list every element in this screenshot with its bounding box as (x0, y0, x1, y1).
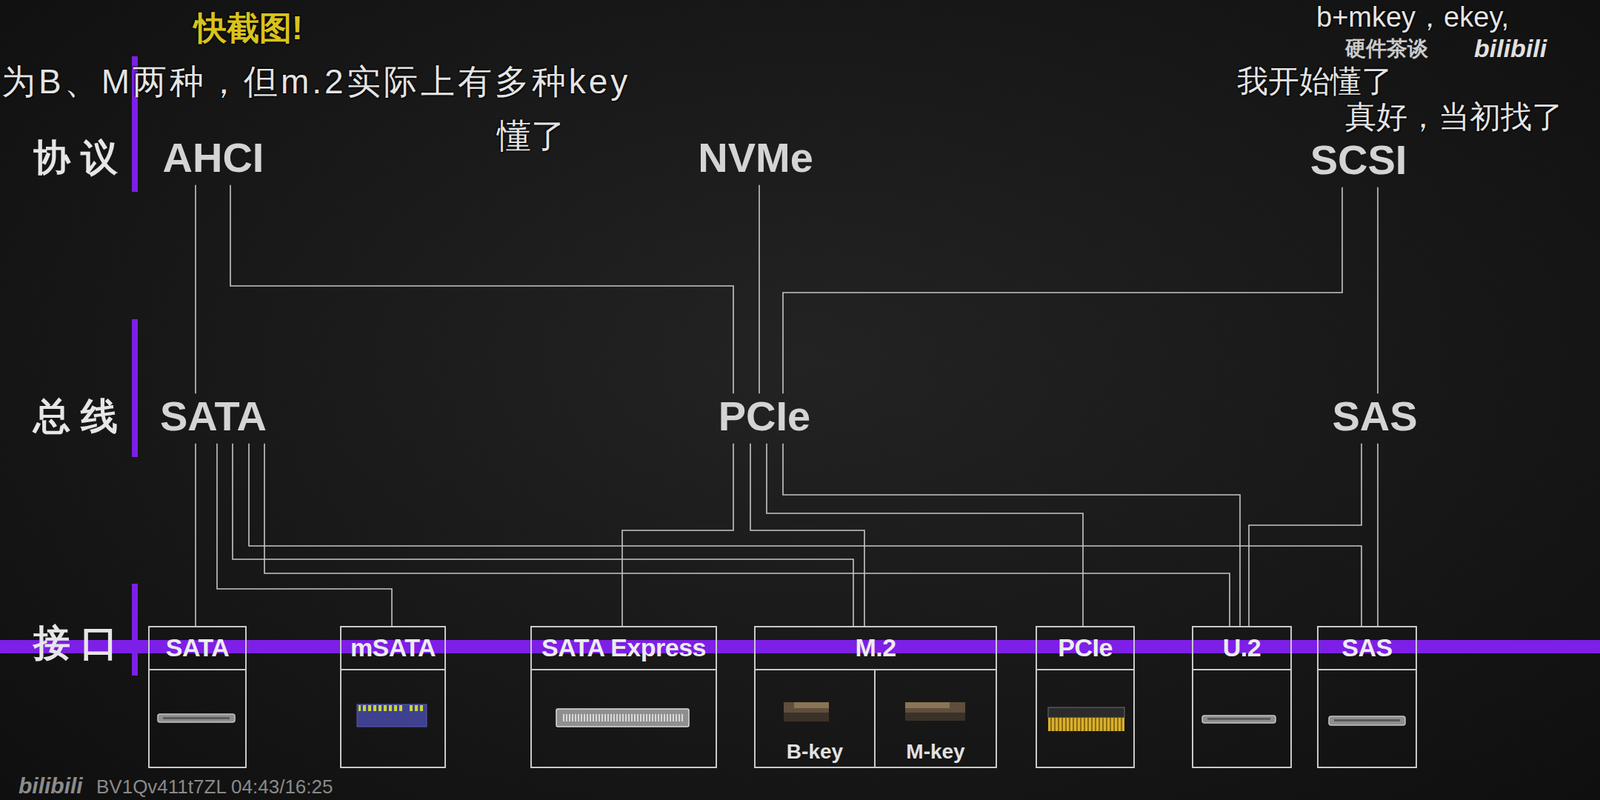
interface-body (149, 670, 246, 767)
interface-box: SATA Express (530, 625, 718, 769)
interface-name: PCIe (1057, 634, 1113, 662)
interface-box: M.2B-key M-key (754, 625, 998, 769)
interface-name: mSATA (350, 634, 436, 662)
bus-line (622, 443, 734, 626)
danmaku-comment: 真好，当初找了 (1345, 100, 1563, 135)
msata-card (357, 704, 427, 727)
bus-line (758, 185, 760, 394)
bus-line (766, 443, 1083, 626)
interface-name: U.2 (1222, 634, 1261, 662)
bus-label: SATA (157, 393, 270, 444)
danmaku-comment: 快截图! (194, 10, 303, 46)
bus-line (217, 443, 392, 626)
row-bar (131, 56, 138, 192)
m2-bkey-connector (783, 702, 829, 713)
danmaku-comment: b+mkey，ekey, (1316, 2, 1509, 34)
u2-connector-slot (1207, 717, 1271, 720)
protocol-label: NVMe (697, 134, 814, 181)
interface-body (1318, 670, 1416, 767)
interface-body (341, 670, 445, 767)
key-name: B-key (786, 740, 843, 764)
interface-name: SATA Express (541, 634, 706, 662)
bus-line (782, 443, 1240, 626)
site-logo: bilibili (18, 773, 83, 798)
interface-heading: SATA (149, 627, 246, 671)
row-label: 接 口 (33, 622, 118, 664)
sata-express-connector (556, 708, 689, 727)
site-logo: bilibili (1474, 34, 1547, 63)
bus-line (194, 185, 197, 394)
interface-heading: PCIe (1037, 627, 1134, 671)
interface-heading: SATA Express (531, 627, 716, 671)
bus-label: PCIe (718, 393, 812, 440)
interface-heading: M.2 (755, 627, 996, 671)
bus-label: PCIe (715, 393, 815, 444)
protocol-label: SCSI (1307, 137, 1411, 188)
bus-label: SAS (1328, 393, 1420, 444)
danmaku-comment: 我开始懂了 (1237, 64, 1393, 99)
interface-name: SATA (165, 634, 230, 662)
bus-line (782, 187, 1343, 394)
bus-line (1377, 443, 1379, 626)
m2-bkey-connector (794, 702, 829, 709)
interface-box: SATA (148, 625, 247, 769)
danmaku-comment: 为B、M两种，但m.2实际上有多种key (1, 62, 631, 101)
bus-line (1248, 443, 1362, 626)
msata-pins (407, 705, 426, 712)
protocol-label: AHCI (162, 134, 265, 181)
interface-box: SAS (1317, 625, 1418, 769)
bus-label: SAS (1331, 393, 1418, 440)
pcie-gold-fingers (1048, 717, 1125, 732)
row-bar (131, 319, 138, 458)
sata-express-pins (561, 714, 684, 722)
row-label: 协 议 (33, 137, 118, 179)
key-box: M-key (875, 670, 996, 767)
interface-box: PCIe (1035, 625, 1135, 769)
interface-heading: SAS (1318, 627, 1416, 671)
bus-line (194, 443, 197, 626)
interface-heading: U.2 (1193, 627, 1291, 671)
bus-line (264, 443, 1230, 626)
pcie-card (1048, 707, 1125, 718)
sata-connector-slot (162, 717, 230, 720)
protocol-label: SCSI (1310, 137, 1408, 183)
protocol-label: NVMe (694, 134, 817, 186)
bus-line (230, 185, 734, 394)
bus-label: SATA (160, 393, 267, 440)
row-bar (131, 583, 138, 676)
key-box: B-key (755, 670, 876, 767)
interface-body (1037, 670, 1134, 767)
interface-body: B-key M-key (755, 670, 996, 767)
interface-box: U.2 (1191, 625, 1292, 769)
sas-connector-slot (1334, 719, 1400, 722)
interface-box: mSATA (340, 625, 446, 769)
m2-bkey-connector (783, 712, 829, 722)
interface-body (531, 670, 716, 767)
interface-body (1193, 670, 1291, 767)
bus-line (232, 443, 854, 626)
interface-name: SAS (1341, 634, 1392, 662)
sas-connector (1328, 716, 1406, 726)
interface-heading: mSATA (341, 627, 445, 671)
m2-mkey-connector (905, 702, 966, 713)
m2-mkey-connector (905, 702, 950, 709)
row-label: 总 线 (33, 396, 118, 438)
protocol-label: AHCI (160, 134, 268, 186)
bus-line (750, 443, 865, 626)
danmaku-comment: 懂了 (497, 117, 566, 155)
msata-pins (358, 705, 403, 712)
interface-name: M.2 (854, 634, 896, 662)
m2-mkey-connector (905, 712, 966, 721)
sata-connector (157, 714, 235, 723)
bus-line (1377, 187, 1379, 394)
key-name: M-key (905, 740, 965, 764)
video-id-timestamp: BV1Qv411t7ZL 04:43/16:25 (96, 776, 333, 798)
bus-line (248, 443, 1362, 626)
u2-connector (1202, 715, 1276, 723)
channel-watermark: 硬件茶谈 (1345, 37, 1429, 61)
